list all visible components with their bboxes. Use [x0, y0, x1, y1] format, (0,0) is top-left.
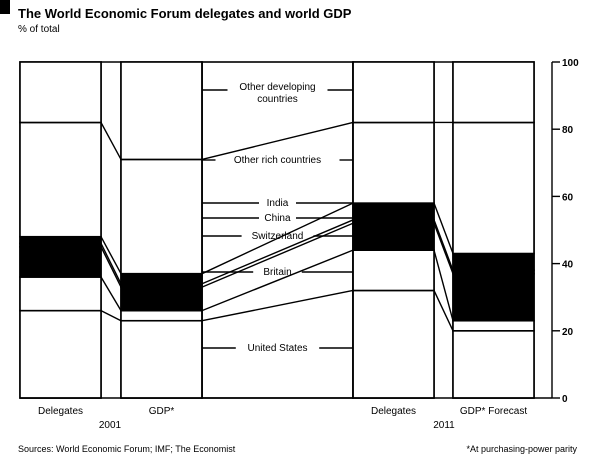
bar-segment-united-states-g2011 — [452, 329, 535, 399]
corner-mark — [0, 0, 10, 14]
bar-segment-india-g2001 — [120, 272, 203, 285]
bar-segment-united-states-d2001 — [19, 309, 102, 399]
y-tick-label-60: 60 — [562, 192, 574, 203]
bar-segment-other-developing-countries-d2001 — [19, 61, 102, 124]
bar-segment-switzerland-d2011 — [352, 222, 435, 251]
bar-segment-other-rich-countries-d2011 — [352, 121, 435, 204]
bar-segment-india-d2001 — [19, 235, 102, 245]
connector-united-states-d2001-g2001 — [100, 310, 122, 322]
footnote: *At purchasing-power parity — [466, 444, 577, 454]
bar-segment-switzerland-g2001 — [120, 286, 203, 312]
legend-label-united-states: United States — [247, 343, 307, 354]
bar-segment-britain-d2001 — [19, 276, 102, 312]
legend-label-switzerland: Switzerland — [252, 231, 304, 242]
chart-title: The World Economic Forum delegates and w… — [18, 6, 352, 21]
y-tick-label-80: 80 — [562, 125, 574, 136]
y-tick-label-40: 40 — [562, 260, 574, 271]
bar-segment-switzerland-g2011 — [452, 272, 535, 322]
legend-label-other-rich-countries: Other rich countries — [234, 155, 321, 166]
y-tick-label-100: 100 — [562, 58, 579, 69]
group-label-2001: 2001 — [99, 420, 122, 431]
bar-segment-other-rich-countries-d2001 — [19, 121, 102, 238]
connector-united-states-d2011-g2011 — [433, 290, 454, 332]
bar-segment-united-states-g2001 — [120, 319, 203, 399]
bar-segment-switzerland-d2001 — [19, 246, 102, 278]
connector-china-d2001-g2001 — [100, 243, 122, 285]
bar-segment-britain-d2011 — [352, 249, 435, 292]
connector-britain-d2001-g2001 — [100, 276, 122, 311]
connector-other-rich-countries-d2001-g2001 — [100, 122, 122, 160]
connector-india-d2001-g2001 — [100, 236, 122, 275]
legend-divider-china — [201, 219, 354, 285]
bar-segment-other-rich-countries-g2001 — [120, 158, 203, 275]
x-label-d2001: Delegates — [38, 406, 83, 417]
y-tick-label-0: 0 — [562, 394, 568, 405]
legend-divider-britain — [201, 249, 354, 312]
bar-segment-india-g2011 — [452, 252, 535, 272]
bar-segment-other-developing-countries-g2011 — [452, 61, 535, 124]
connector-switzerland-d2011-g2011 — [433, 223, 454, 274]
group-label-2011: 2011 — [433, 420, 455, 431]
legend-label-britain: Britain — [263, 267, 291, 278]
bar-segment-britain-g2001 — [120, 309, 203, 322]
legend-label-china: China — [264, 213, 291, 224]
connector-china-d2011-g2011 — [433, 219, 454, 271]
x-label-g2011: GDP* Forecast — [460, 406, 527, 417]
chart-subtitle: % of total — [18, 24, 60, 35]
connector-switzerland-d2001-g2001 — [100, 246, 122, 288]
legend-divider-united-states — [201, 289, 354, 322]
bar-segment-other-rich-countries-g2011 — [452, 121, 535, 255]
bar-segment-india-d2011 — [352, 202, 435, 221]
bar-segment-other-developing-countries-d2011 — [352, 61, 435, 124]
legend-divider-switzerland — [201, 222, 354, 288]
bar-segment-britain-g2011 — [452, 319, 535, 332]
source-note: Sources: World Economic Forum; IMF; The … — [18, 444, 236, 454]
bar-segment-other-developing-countries-g2001 — [120, 61, 203, 161]
connector-britain-d2011-g2011 — [433, 249, 454, 321]
legend-divider-other-rich-countries — [201, 121, 354, 161]
x-label-d2011: Delegates — [371, 406, 416, 417]
y-tick-label-20: 20 — [562, 327, 574, 338]
legend-divider-india — [201, 202, 354, 275]
x-label-g2001: GDP* — [149, 406, 175, 417]
legend-label-india: India — [267, 198, 289, 209]
connector-india-d2011-g2011 — [433, 202, 454, 254]
bar-segment-united-states-d2011 — [352, 289, 435, 399]
